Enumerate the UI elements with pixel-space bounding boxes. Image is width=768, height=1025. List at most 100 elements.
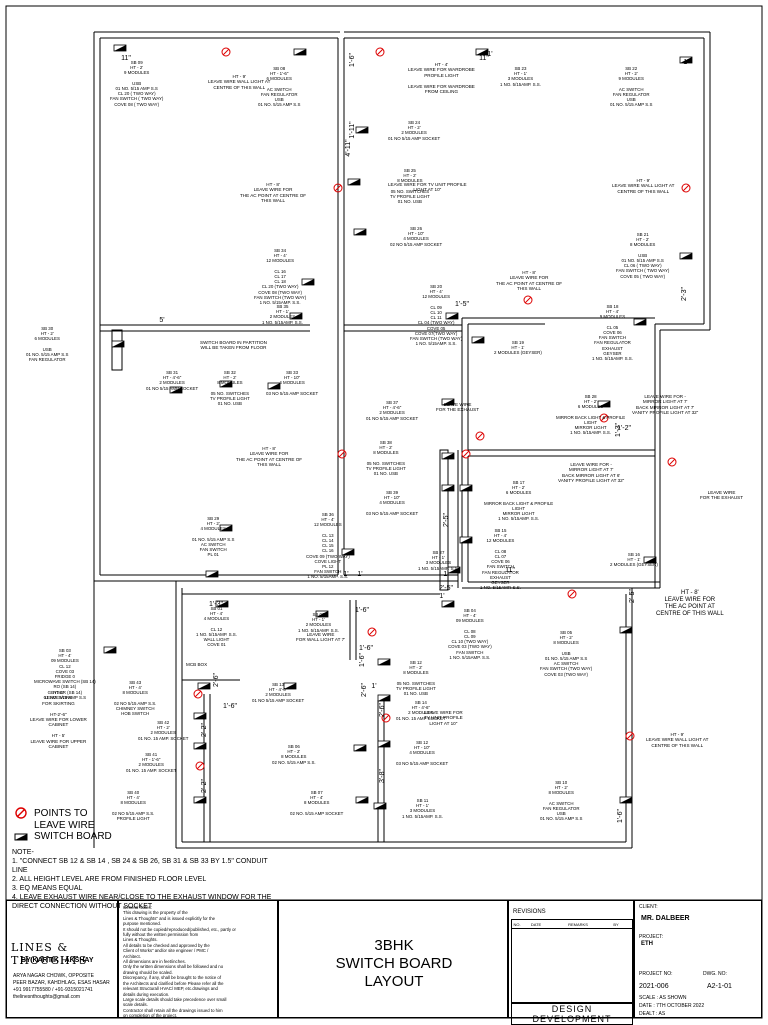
annotation-line: THIS WALL: [261, 198, 286, 204]
annotation-a8: LEAVE WIRE FOR -MIRROR LIGHT AT 7'BACK M…: [632, 394, 698, 416]
switchboard-line: 6 MODULES: [34, 336, 60, 342]
switchboard-line: COVE 05 ( TWO WAY): [620, 273, 666, 279]
legend-points-label-2: LEAVE WIRE: [34, 820, 95, 831]
general-notes-title: General Notes:: [123, 905, 152, 910]
switch-board-symbol-icon: [445, 312, 459, 320]
switchboard-line: 01 NO. USB: [373, 471, 398, 477]
dimension-label: 1': [357, 571, 362, 578]
general-note-line: fully without the written permission fro…: [123, 932, 199, 938]
switchboard-line: SB 20: [430, 284, 443, 289]
switchboard-line: HT - 2': [407, 125, 421, 131]
switchboard-line: HT - 1': [275, 309, 289, 315]
general-note-line: Contractor shall retain all the drawings…: [123, 1007, 223, 1013]
general-note-line: Discrepancy, if any, shall be brought to…: [123, 975, 222, 981]
switch-board-symbol-icon: [219, 380, 233, 388]
switchboard-line: SB 17: [512, 480, 525, 485]
switchboard-line: 8 MODULES: [122, 690, 148, 696]
switchboard-line: 3 MODULES: [409, 808, 436, 814]
switchboard-line: SB 22: [625, 66, 638, 71]
switchboard-line: MIRROR BACK LIGHT & PROFILE: [484, 500, 554, 506]
annotation-line: LEAVE WIRE FOR UPPER: [30, 738, 87, 744]
switchboard-line: USB: [132, 80, 142, 86]
switchboard-line: AC SWITCH: [553, 661, 579, 667]
legend-switch-label: SWITCH BOARD: [34, 831, 112, 842]
switchboard-line: 01 NO. 5/15 AMP S.S: [26, 352, 69, 358]
annotation-line: LIGHT AT 10": [429, 720, 458, 726]
switchboard-line: SB 40: [127, 790, 140, 795]
switchboard-line: GEYSER: [603, 350, 622, 356]
switchboard-line: 2 MODULES (GEYSER): [610, 562, 658, 568]
switchboard-line: CL 05: [606, 324, 619, 330]
switchboard-line: HT - 4'-6": [162, 375, 182, 381]
switchboard-line: HT - 2': [636, 237, 650, 243]
switchboard-line: CL 09: [430, 304, 442, 310]
annotation-line: CENTRE OF THIS WALL: [617, 188, 670, 194]
switch-board-symbol-icon: [347, 178, 361, 186]
switchboard-line: HT - 1': [311, 617, 325, 623]
switchboard-line: SB 42: [157, 720, 170, 725]
switchboard-line: HT - 2': [624, 71, 638, 77]
annotation-line: LEAVE WIRE: [707, 490, 736, 495]
switchboard-line: TV PROFILE LIGHT: [390, 194, 430, 200]
switchboard-line: HT - 10": [414, 745, 431, 751]
switchboard-line: RO (SB 14): [53, 684, 77, 690]
switchboard-line: FAN REGULATOR: [542, 806, 580, 812]
switchboard-line: 8 MODULES: [629, 242, 656, 248]
switchboard-line: HT - 4': [128, 685, 142, 691]
switchboard-line: COVE 03 (TWO WAY): [544, 671, 588, 677]
switch-board-symbol-icon: [301, 278, 315, 286]
switchboard-line: SB 12: [409, 660, 422, 665]
switchboard-line: SB 18: [606, 304, 619, 309]
general-note-line: drawing should be scaled.: [123, 969, 173, 975]
switchboard-line: 2 MODULES: [379, 410, 405, 416]
switchboard-line: 01 NO. USB: [217, 401, 242, 407]
switchboard-line: MICROWAVE SWITCH (SB 14): [34, 679, 96, 685]
annotation-line: LIGHT AT 10": [413, 187, 442, 193]
annotation-line: TV UNIT PROFILE: [424, 715, 463, 721]
annotation-line: HT-4': [53, 690, 64, 695]
switchboard-line: LIGHT: [584, 420, 598, 426]
switchboard-line: COVE 07(TWO WAY): [414, 330, 458, 336]
walls: [93, 31, 711, 849]
legend: POINTS TO LEAVE WIRE SWITCH BOARD: [14, 806, 112, 842]
switchboard-line: CL 16: [322, 548, 334, 554]
switchboard-line: HT - 10": [384, 495, 401, 501]
switchboard-line: 03 NO 5/15 AMP SOCKET: [266, 390, 319, 396]
general-note-line: on completion of the project.: [123, 1013, 177, 1019]
switchboard-line: HT - 1': [513, 71, 527, 77]
switchboard-line: SB 24: [408, 120, 421, 125]
switchboard-line: HT - 1': [415, 803, 429, 809]
dimension-label: 2'-5": [439, 585, 453, 592]
switch-board-symbol-icon: [459, 484, 473, 492]
firm-name: LINES & THOUGHTS: [11, 941, 88, 967]
switchboard-line: HT - 2': [403, 173, 417, 179]
switchboard-line: 09 MODULES: [455, 618, 484, 624]
switchboard-line: 4 MODULES: [409, 750, 435, 756]
dimension-label: 5': [159, 317, 164, 324]
switchboard-line: HT - 2': [559, 635, 573, 641]
general-note-line: Architect.: [123, 953, 141, 959]
switchboard-line: CL 11: [430, 315, 442, 321]
annotation-line: THE AC POINT AT CENTRE OF: [496, 280, 563, 286]
note-4b: DIRECT CONNECTION WITHOUT SOCKET: [12, 903, 153, 910]
switchboard-line: HT - 1': [511, 345, 525, 351]
switchboard-line: 09 MODULES: [50, 658, 79, 664]
project-no-label: PROJECT NO:: [639, 971, 673, 977]
annotation-line: LEAVE WIRE FOR: [253, 187, 293, 193]
switchboard-line: 8 MODULES: [403, 670, 429, 676]
annotation-line: THIS WALL: [257, 462, 282, 468]
switchboard-line: SB 23: [514, 66, 527, 71]
